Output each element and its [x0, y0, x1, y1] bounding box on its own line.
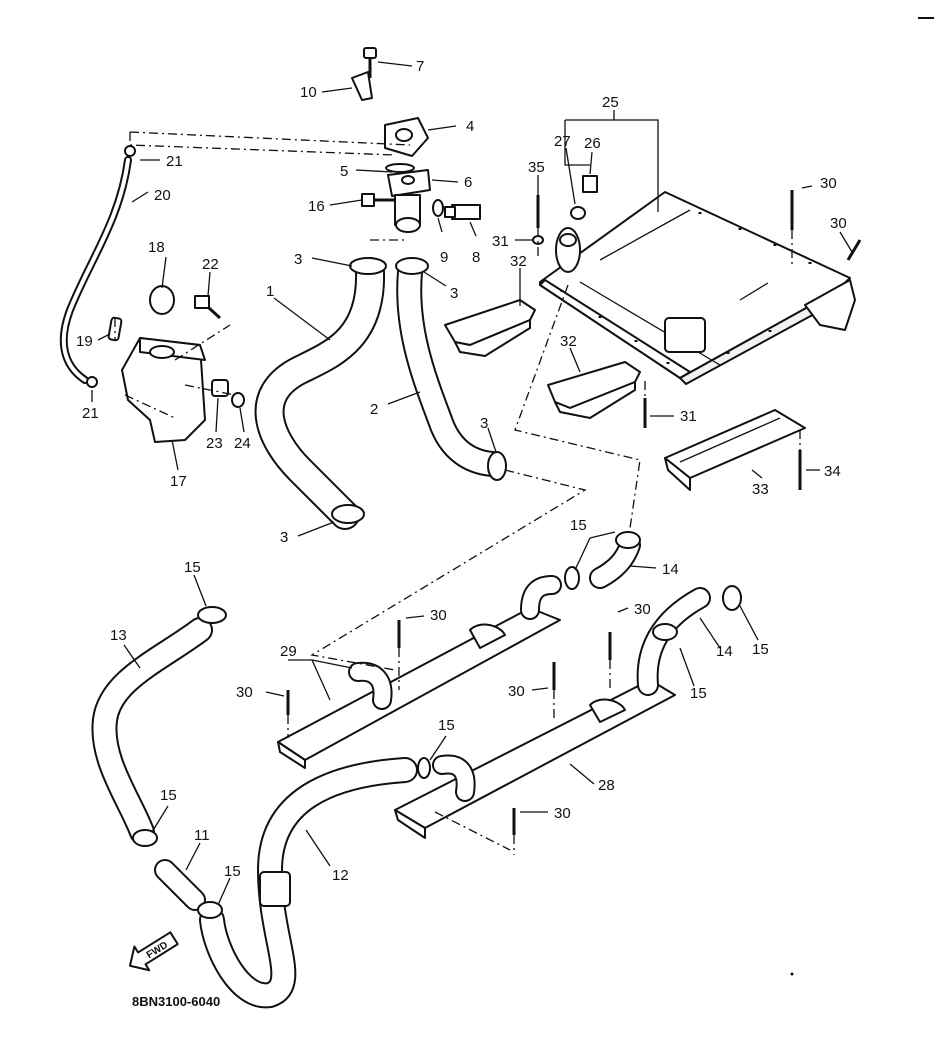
diagram-code: 8BN3100-6040 — [132, 994, 220, 1009]
callout-12: 12 — [332, 867, 349, 884]
callout-32: 32 — [510, 253, 527, 270]
callout-30: 30 — [430, 607, 447, 624]
callout-20: 20 — [154, 187, 171, 204]
sensor-part-8 — [444, 204, 481, 220]
hose-part-12 — [199, 757, 418, 1009]
hose-part-19 — [107, 316, 123, 342]
callout-30: 30 — [830, 215, 847, 232]
leader-lines — [91, 61, 853, 906]
callout-30: 30 — [554, 805, 571, 822]
hose-part-2 — [396, 259, 505, 477]
callout-21: 21 — [166, 153, 183, 170]
callout-30: 30 — [820, 175, 837, 192]
callout-10: 10 — [300, 84, 317, 101]
elbow-fittings — [348, 575, 562, 802]
callout-31: 31 — [680, 408, 697, 425]
washer-part-9 — [432, 199, 444, 217]
coolant-reservoir-tank-part-17 — [121, 337, 206, 443]
callout-14: 14 — [716, 643, 733, 660]
callout-1: 1 — [266, 283, 274, 300]
reference-lines — [114, 131, 801, 855]
callout-31: 31 — [492, 233, 509, 250]
callout-15: 15 — [690, 685, 707, 702]
callout-15: 15 — [570, 517, 587, 534]
callout-9: 9 — [440, 249, 448, 266]
hose-part-13 — [91, 617, 213, 845]
callout-30: 30 — [508, 683, 525, 700]
callout-35: 35 — [528, 159, 545, 176]
bracket-part-10 — [351, 71, 373, 101]
hose-part-1 — [254, 257, 386, 530]
callout-4: 4 — [466, 118, 474, 135]
hose-clamp-part-15 — [132, 531, 742, 919]
forward-direction-arrow: FWD — [128, 931, 179, 972]
callout-33: 33 — [752, 481, 769, 498]
callout-6: 6 — [464, 174, 472, 191]
bolt-part-7 — [363, 47, 377, 78]
callout-22: 22 — [202, 256, 219, 273]
callout-16: 16 — [308, 198, 325, 215]
overflow-hose-part-20 — [59, 156, 132, 384]
callout-15: 15 — [438, 717, 455, 734]
callout-34: 34 — [824, 463, 841, 480]
collar-part-23 — [211, 379, 229, 397]
callout-27: 27 — [554, 133, 571, 150]
callout-28: 28 — [598, 777, 615, 794]
callout-23: 23 — [206, 435, 223, 452]
callout-15: 15 — [224, 863, 241, 880]
callout-15: 15 — [160, 787, 177, 804]
callout-3: 3 — [294, 251, 302, 268]
callout-29: 29 — [280, 643, 297, 660]
callout-13: 13 — [110, 627, 127, 644]
rail-part-29 — [277, 607, 561, 769]
callout-32: 32 — [560, 333, 577, 350]
callout-30: 30 — [236, 684, 253, 701]
callout-3: 3 — [280, 529, 288, 546]
fitting-part-26-27 — [570, 175, 598, 220]
pipe-joint-part-11 — [154, 859, 206, 911]
callout-3: 3 — [480, 415, 488, 432]
bracket-part-32 — [444, 299, 641, 419]
callout-8: 8 — [472, 249, 480, 266]
gasket-part-5 — [385, 163, 415, 173]
callout-30: 30 — [634, 601, 651, 618]
callout-21: 21 — [82, 405, 99, 422]
hose-clip-part-21 — [86, 145, 136, 388]
callout-25: 25 — [602, 94, 619, 111]
heat-exchanger-part-25 — [539, 191, 856, 385]
callout-3: 3 — [450, 285, 458, 302]
thermostat-cover-part-4 — [384, 117, 429, 157]
callout-18: 18 — [148, 239, 165, 256]
callout-19: 19 — [76, 333, 93, 350]
callout-17: 17 — [170, 473, 187, 490]
callout-7: 7 — [416, 58, 424, 75]
callout-14: 14 — [662, 561, 679, 578]
callout-24: 24 — [234, 435, 251, 452]
bracket-part-33 — [664, 409, 806, 491]
callout-11: 11 — [194, 827, 210, 844]
callout-5: 5 — [340, 163, 348, 180]
callout-labels: 1 2 3 3 3 3 4 5 6 7 8 9 10 11 12 13 14 1… — [76, 58, 847, 884]
thermostat-housing-part-6 — [387, 169, 431, 233]
callout-2: 2 — [370, 401, 378, 418]
rivet-part-30 — [286, 190, 862, 835]
washer-part-24 — [231, 392, 245, 408]
callout-15: 15 — [184, 559, 201, 576]
reservoir-cap-part-18 — [149, 285, 175, 315]
bolt-part-16 — [361, 193, 394, 207]
hose-clamp-part-3 — [331, 257, 507, 524]
callout-15: 15 — [752, 641, 769, 658]
callout-26: 26 — [584, 135, 601, 152]
bolt-part-22 — [194, 295, 222, 320]
stray-dot — [790, 972, 794, 976]
